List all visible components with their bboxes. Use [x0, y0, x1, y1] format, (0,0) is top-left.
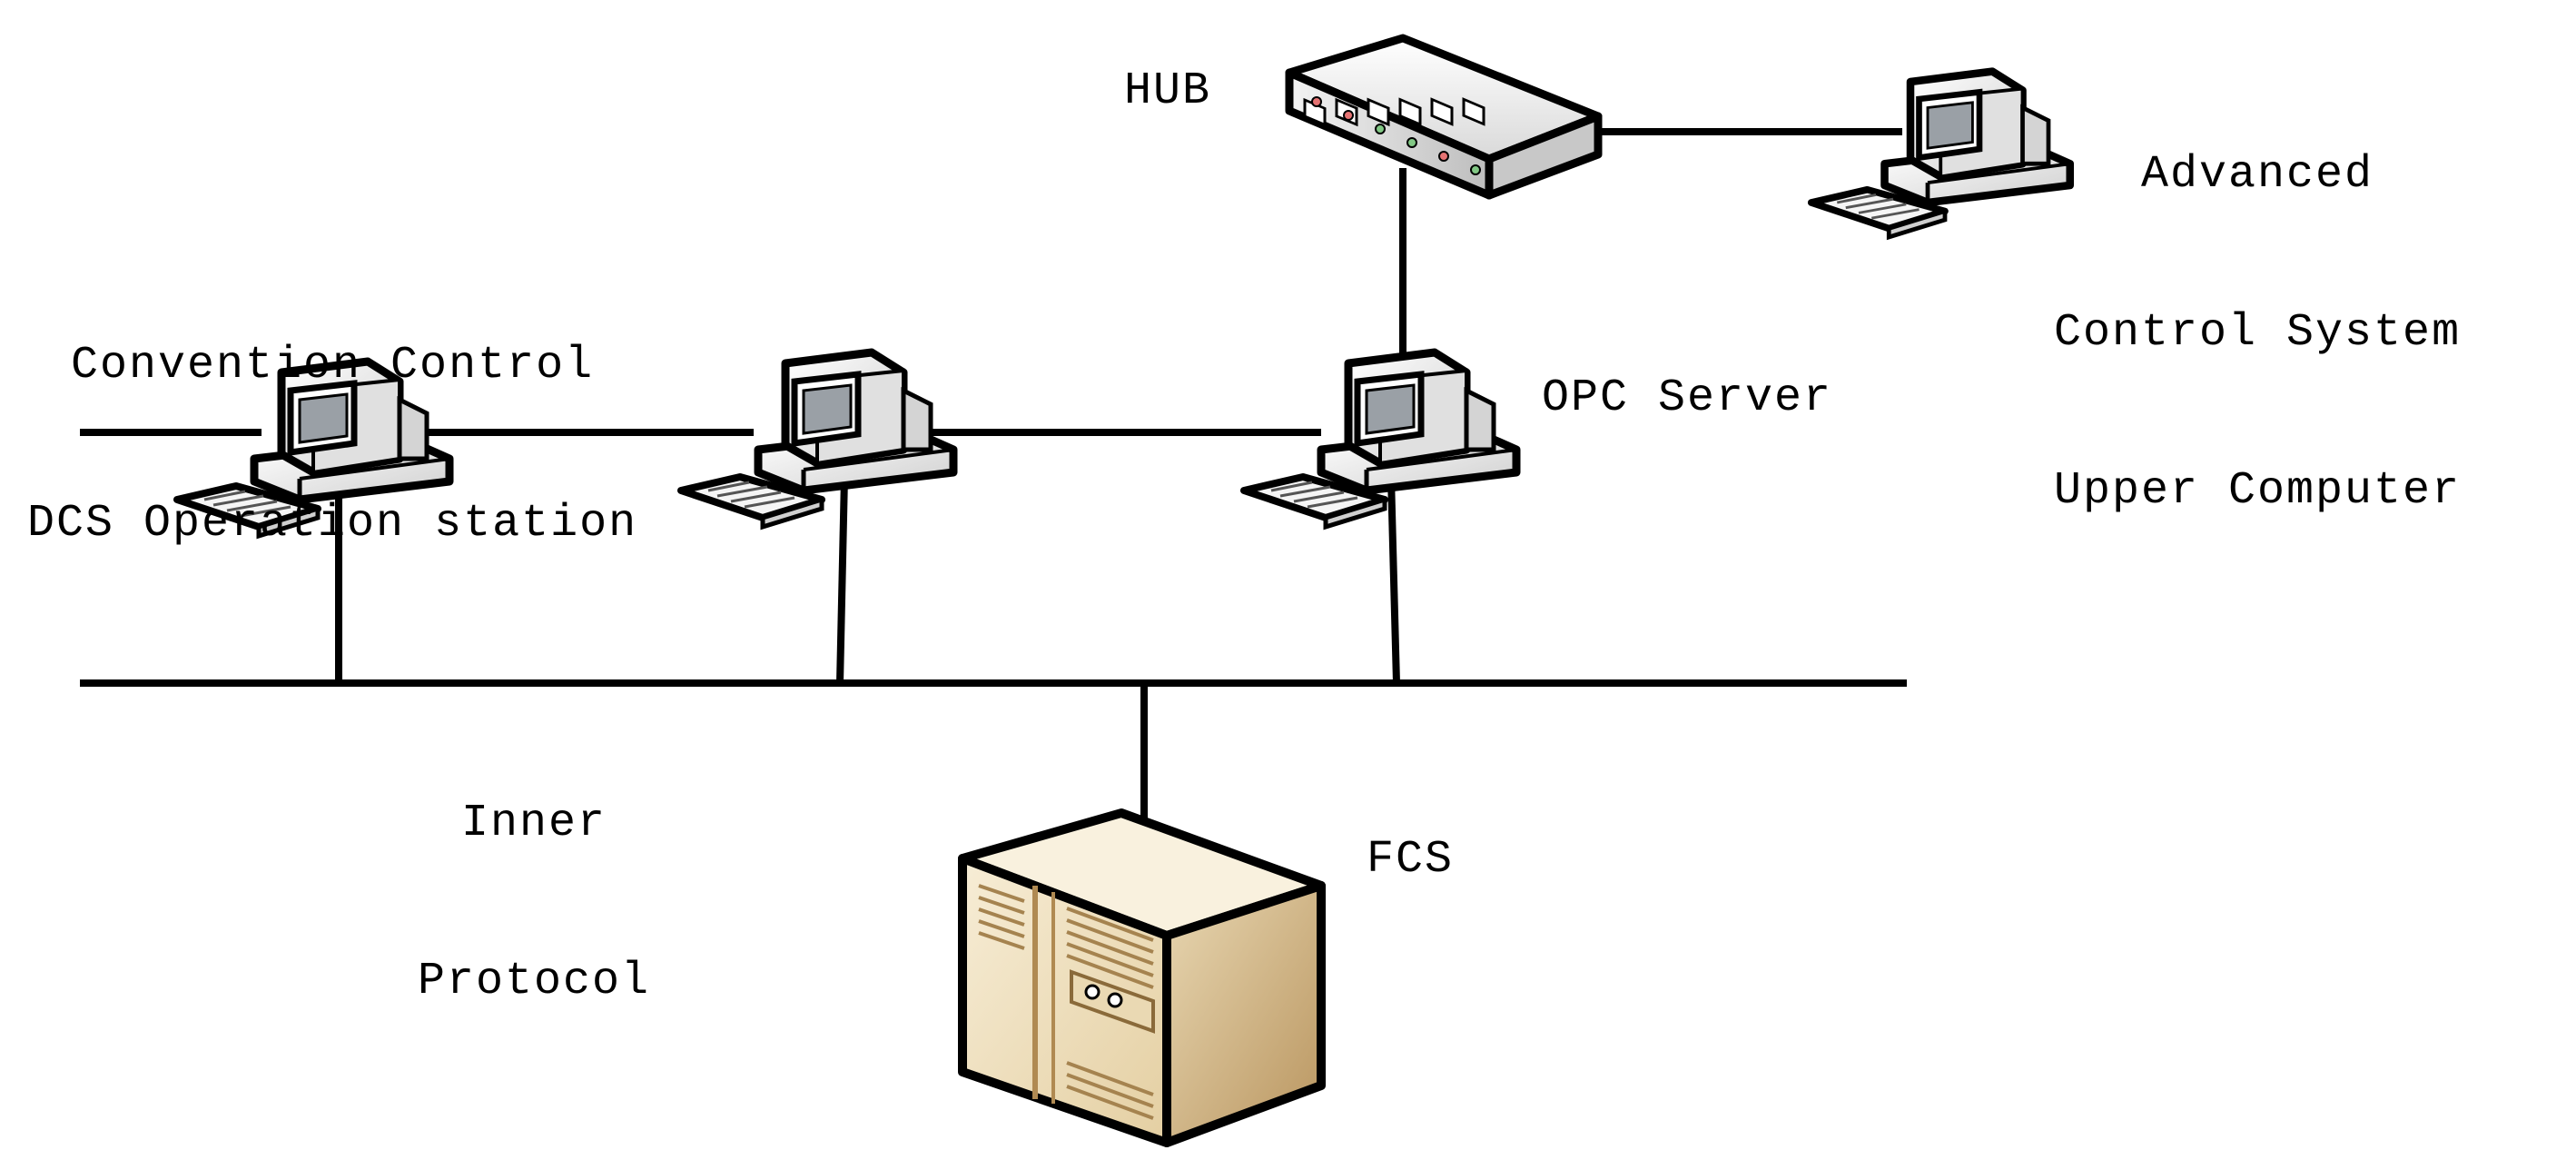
opc-drop [1387, 476, 1400, 684]
advanced-control-computer-icon [1811, 72, 2070, 237]
inner-protocol-label-line2: Protocol [418, 956, 651, 1007]
inner-protocol-label: Inner Protocol [418, 692, 650, 1061]
server-cabinet-icon [958, 808, 1326, 1147]
fcs-label: FCS [1367, 834, 1455, 886]
convention-control-label: Convention Control DCS Operation station [27, 234, 637, 603]
advanced-control-label: Advanced Control System Upper Computer [2054, 44, 2461, 570]
network-hub-icon [1285, 34, 1603, 200]
advanced-control-label-line1: Advanced [2141, 149, 2374, 201]
dcs-operation-station-2-icon [681, 352, 953, 527]
inner-protocol-label-line1: Inner [461, 798, 607, 849]
opc-server-label: OPC Server [1542, 372, 1833, 424]
hub-label: HUB [1124, 65, 1212, 117]
advanced-control-label-line3: Upper Computer [2054, 465, 2462, 517]
convention-control-label-line2: DCS Operation station [27, 498, 638, 550]
station2-drop [836, 476, 848, 684]
advanced-control-label-line2: Control System [2054, 307, 2462, 359]
opc-server-computer-icon [1244, 352, 1516, 527]
convention-control-label-line1: Convention Control [71, 340, 595, 392]
connection-lines [80, 128, 1907, 822]
